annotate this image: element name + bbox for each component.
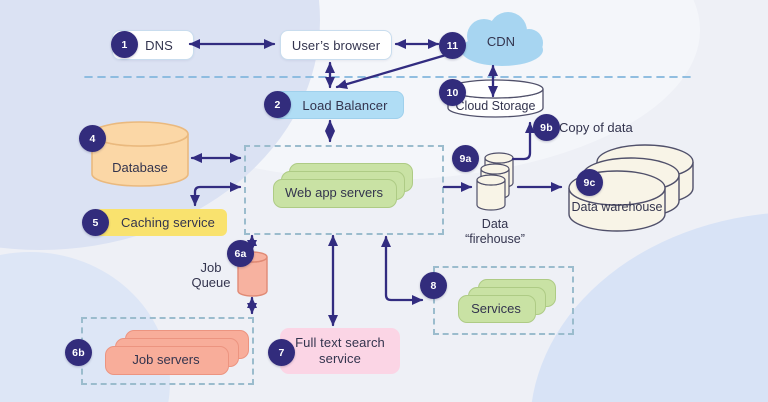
badge-11: 11 (439, 32, 466, 59)
badge-2: 2 (264, 91, 291, 118)
badge-11-text: 11 (446, 39, 459, 52)
badge-7-text: 7 (278, 346, 285, 359)
user-browser-node: User’s browser (280, 30, 392, 60)
badge-6b: 6b (65, 339, 92, 366)
caching-service-node: Caching service (95, 209, 227, 236)
badge-5: 5 (82, 209, 109, 236)
badge-9c: 9c (576, 169, 603, 196)
badge-5-text: 5 (92, 216, 99, 229)
badge-9a: 9a (452, 145, 479, 172)
web-app-server-card (273, 179, 397, 208)
badge-6a: 6a (227, 240, 254, 267)
badge-7: 7 (268, 339, 295, 366)
badge-8: 8 (420, 272, 447, 299)
services-label: Services (471, 300, 521, 316)
web-app-servers-label: Web app servers (284, 185, 384, 200)
badge-6a-text: 6a (234, 247, 247, 260)
job-server-card (105, 346, 229, 375)
badge-9b: 9b (533, 114, 560, 141)
badge-4: 4 (79, 125, 106, 152)
user-browser-label: User’s browser (291, 37, 381, 53)
job-queue-label: Job Queue (191, 260, 231, 291)
badge-6b-text: 6b (72, 346, 85, 359)
full-text-search-label: Full text search service (295, 334, 385, 366)
web-app-servers-group-box (244, 145, 444, 235)
arrow-web-app-services (381, 235, 424, 305)
badge-1: 1 (111, 31, 138, 58)
cdn-label: CDN (486, 34, 516, 49)
badge-10: 10 (439, 79, 466, 106)
badge-9b-text: 9b (540, 121, 553, 134)
badge-10-text: 10 (446, 86, 459, 99)
data-warehouse-label: Data warehouse (571, 200, 663, 214)
data-firehose-label: Data “firehouse” (465, 217, 525, 246)
full-text-search-node: Full text search service (280, 328, 400, 374)
service-card (458, 295, 536, 323)
database-label: Database (112, 160, 168, 175)
badge-9c-text: 9c (583, 176, 596, 189)
badge-2-text: 2 (274, 98, 281, 111)
badge-1-text: 1 (121, 38, 128, 51)
load-balancer-label: Load Balancer (302, 97, 388, 113)
copy-of-data-label: Copy of data (559, 120, 633, 135)
badge-4-text: 4 (89, 132, 96, 145)
job-servers-label: Job servers (132, 352, 200, 367)
services-group-box (433, 266, 574, 335)
badge-9a-text: 9a (459, 152, 472, 165)
load-balancer-node: Load Balancer (272, 91, 404, 119)
caching-service-label: Caching service (121, 215, 215, 230)
dns-label: DNS (145, 37, 173, 53)
badge-8-text: 8 (430, 279, 437, 292)
